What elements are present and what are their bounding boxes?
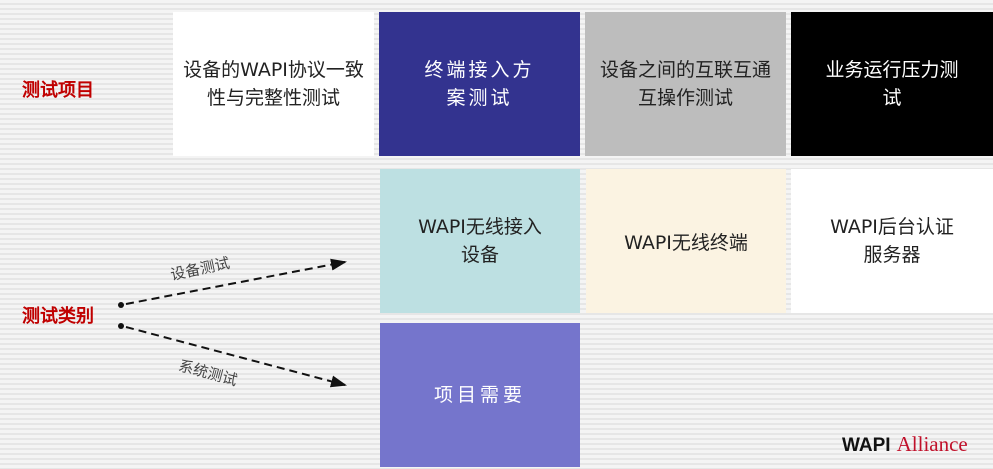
system-test-arrow bbox=[125, 326, 347, 388]
item-protocol-conformance: 设备的WAPI协议一致性与完整性测试 bbox=[173, 12, 374, 156]
device-terminal: WAPI无线终端 bbox=[586, 169, 786, 313]
wapi-alliance-logo: WAPI Alliance bbox=[842, 432, 968, 456]
arrow-origin-dot bbox=[118, 323, 124, 329]
item-interoperability: 设备之间的互联互通互操作测试 bbox=[585, 12, 786, 156]
device-access-point: WAPI无线接入设备 bbox=[380, 169, 580, 313]
device-test-arrow bbox=[125, 258, 347, 305]
item-terminal-access: 终端接入方案测试 bbox=[379, 12, 580, 156]
test-categories-label: 测试类别 bbox=[22, 306, 94, 327]
arrow-origin-dot bbox=[118, 302, 124, 308]
test-items-label: 测试项目 bbox=[22, 80, 94, 101]
device-auth-server: WAPI后台认证服务器 bbox=[791, 169, 993, 313]
system-project-needs: 项目需要 bbox=[380, 323, 580, 467]
item-stress-test: 业务运行压力测试 bbox=[791, 12, 993, 156]
